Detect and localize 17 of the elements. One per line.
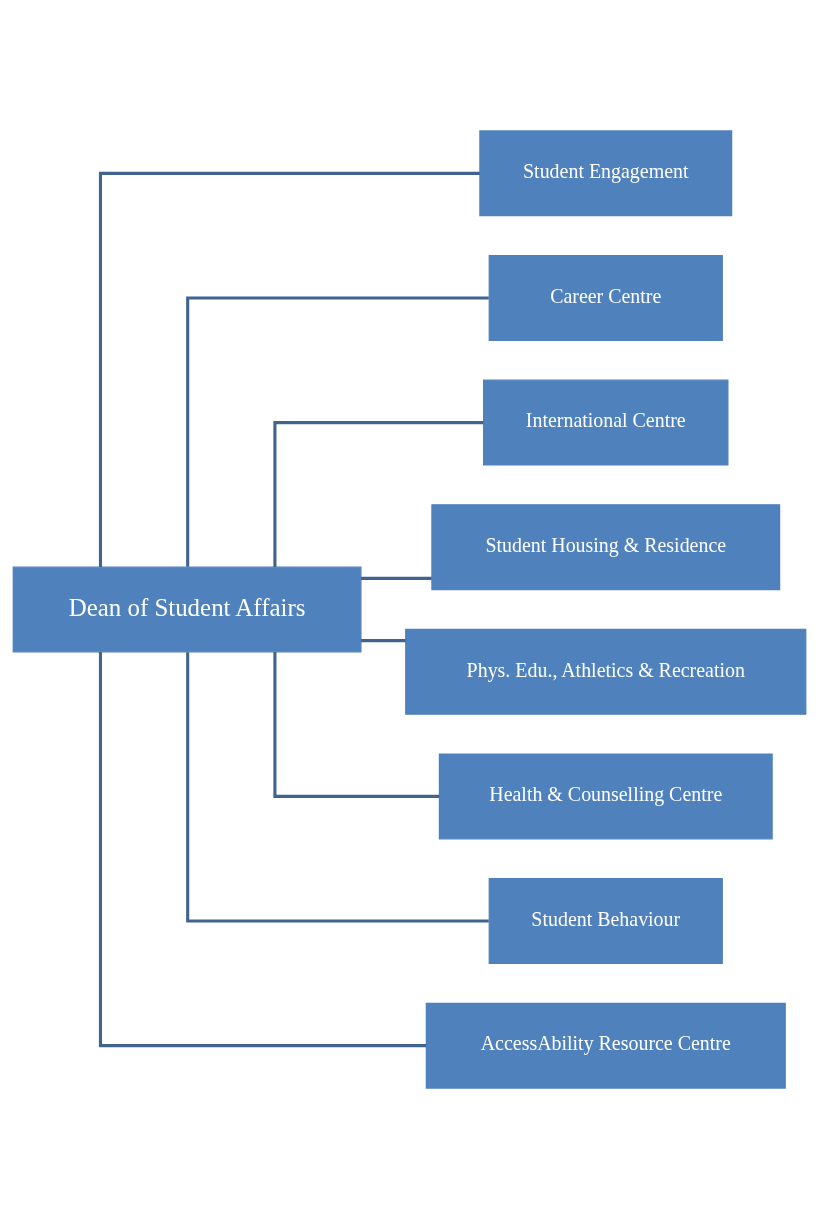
node-box: Phys. Edu., Athletics & Recreation <box>405 628 807 715</box>
connector <box>361 576 432 580</box>
node-box: Dean of Student Affairs <box>12 566 362 652</box>
node-box: Student Engagement <box>479 129 733 216</box>
connector <box>98 171 480 567</box>
connector <box>361 638 406 642</box>
node-box: Student Behaviour <box>488 877 723 964</box>
node-box: Student Housing & Residence <box>431 503 781 590</box>
node-box: International Centre <box>483 379 729 466</box>
node-box: AccessAbility Resource Centre <box>425 1002 786 1089</box>
node-box: Health & Counselling Centre <box>438 752 773 839</box>
connector <box>98 651 427 1047</box>
connector <box>273 420 484 567</box>
connector <box>186 295 489 567</box>
connector <box>186 651 489 923</box>
node-box: Career Centre <box>488 254 723 341</box>
connector <box>273 651 440 798</box>
